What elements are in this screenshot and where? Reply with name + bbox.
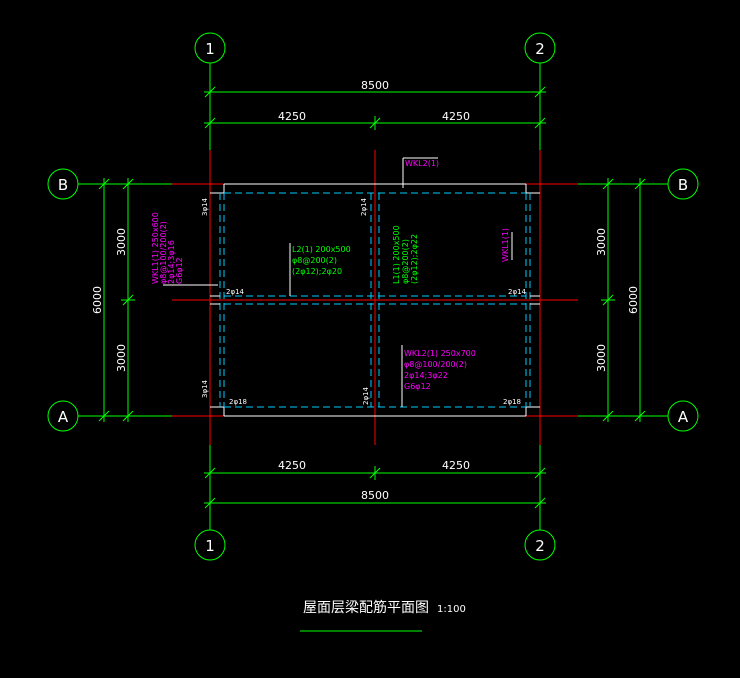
drawing-scale: 1:100 (437, 604, 466, 615)
dim-top-right: 4250 (442, 110, 470, 123)
dim-left-upper: 3000 (115, 228, 128, 256)
svg-text:WKL2(1) 250x700: WKL2(1) 250x700 (404, 349, 476, 358)
axis-bubble-1-top (194, 32, 226, 64)
svg-text:G6φ12: G6φ12 (175, 257, 184, 284)
axis-bubble-2-bottom (524, 529, 556, 561)
axis-bubble-B-left (47, 168, 79, 200)
rebar-note-3: 2φ14 (226, 288, 245, 296)
axis-labels: 1 2 1 2 B A B A (58, 40, 689, 555)
svg-text:φ8@100/200(2): φ8@100/200(2) (404, 360, 467, 369)
support-rebar-notes: 3φ14 2φ14 2φ14 2φ14 3φ14 2φ18 2φ14 2φ18 (201, 197, 527, 406)
axis-label-B-right: B (678, 176, 688, 194)
axis-label-1-top: 1 (205, 40, 215, 58)
dim-right-total: 6000 (627, 286, 640, 314)
svg-text:φ8@200(2): φ8@200(2) (292, 256, 337, 265)
annotation-leaders (163, 157, 513, 407)
dim-left-lower: 3000 (115, 344, 128, 372)
dim-bottom-right: 4250 (442, 459, 470, 472)
svg-text:2φ14;3φ16: 2φ14;3φ16 (167, 240, 176, 284)
dim-top-left: 4250 (278, 110, 306, 123)
label-l2: L2(1) 200x500 φ8@200(2) (2φ12);2φ20 (292, 245, 351, 276)
rebar-note-1: 3φ14 (201, 197, 209, 216)
svg-text:G6φ12: G6φ12 (404, 382, 431, 391)
rebar-note-2: 2φ14 (360, 197, 368, 216)
label-l1: L1(1) 200x500 φ8@200(2) (2φ12);2φ22 (392, 225, 419, 284)
dimension-lines (78, 63, 668, 530)
junction-marks (210, 295, 540, 305)
svg-text:φ8@200(2): φ8@200(2) (401, 239, 410, 284)
dim-top-total: 8500 (361, 79, 389, 92)
beam-outlines (210, 183, 540, 417)
dim-left-total: 6000 (91, 286, 104, 314)
axis-bubble-1-bottom (194, 529, 226, 561)
axis-label-2-bottom: 2 (535, 537, 545, 555)
svg-text:L2(1) 200x500: L2(1) 200x500 (292, 245, 351, 254)
label-wkl1-left: WKL1(1) 250x600 φ8@100/200(2) 2φ14;3φ16 … (151, 212, 184, 284)
beam-hidden-lines (219, 192, 531, 408)
svg-text:φ8@100/200(2): φ8@100/200(2) (159, 221, 168, 284)
rebar-note-4: 2φ14 (508, 288, 527, 296)
svg-text:WKL1(1) 250x600: WKL1(1) 250x600 (151, 212, 160, 284)
svg-text:2φ14;3φ22: 2φ14;3φ22 (404, 371, 448, 380)
rebar-note-6: 2φ18 (229, 398, 247, 406)
svg-text:(2φ12);2φ22: (2φ12);2φ22 (410, 234, 419, 284)
dim-bottom-left: 4250 (278, 459, 306, 472)
dim-bottom-total: 8500 (361, 489, 389, 502)
dimension-texts: 8500 4250 4250 4250 4250 8500 6000 3000 … (91, 79, 640, 502)
axis-label-2-top: 2 (535, 40, 545, 58)
svg-text:L1(1) 200x500: L1(1) 200x500 (392, 225, 401, 284)
dim-right-upper: 3000 (595, 228, 608, 256)
axis-bubble-B-right (667, 168, 699, 200)
label-wkl2-top: WKL2(1) (405, 159, 439, 168)
axis-bubbles (47, 32, 699, 561)
rebar-note-5: 3φ14 (201, 379, 209, 398)
rebar-note-7: 2φ14 (362, 386, 370, 405)
axis-label-A-right: A (678, 408, 689, 426)
axis-label-A-left: A (58, 408, 69, 426)
label-wkl1-right: WKL1(1) (501, 228, 510, 262)
axis-bubble-A-right (667, 400, 699, 432)
axis-bubble-A-left (47, 400, 79, 432)
rebar-note-8: 2φ18 (503, 398, 521, 406)
axis-label-B-left: B (58, 176, 68, 194)
drawing-title: 屋面层梁配筋平面图 (303, 599, 429, 616)
axis-bubble-2-top (524, 32, 556, 64)
axis-label-1-bottom: 1 (205, 537, 215, 555)
label-wkl2-lower: WKL2(1) 250x700 φ8@100/200(2) 2φ14;3φ22 … (404, 349, 476, 391)
svg-text:(2φ12);2φ20: (2φ12);2φ20 (292, 267, 342, 276)
dim-right-lower: 3000 (595, 344, 608, 372)
